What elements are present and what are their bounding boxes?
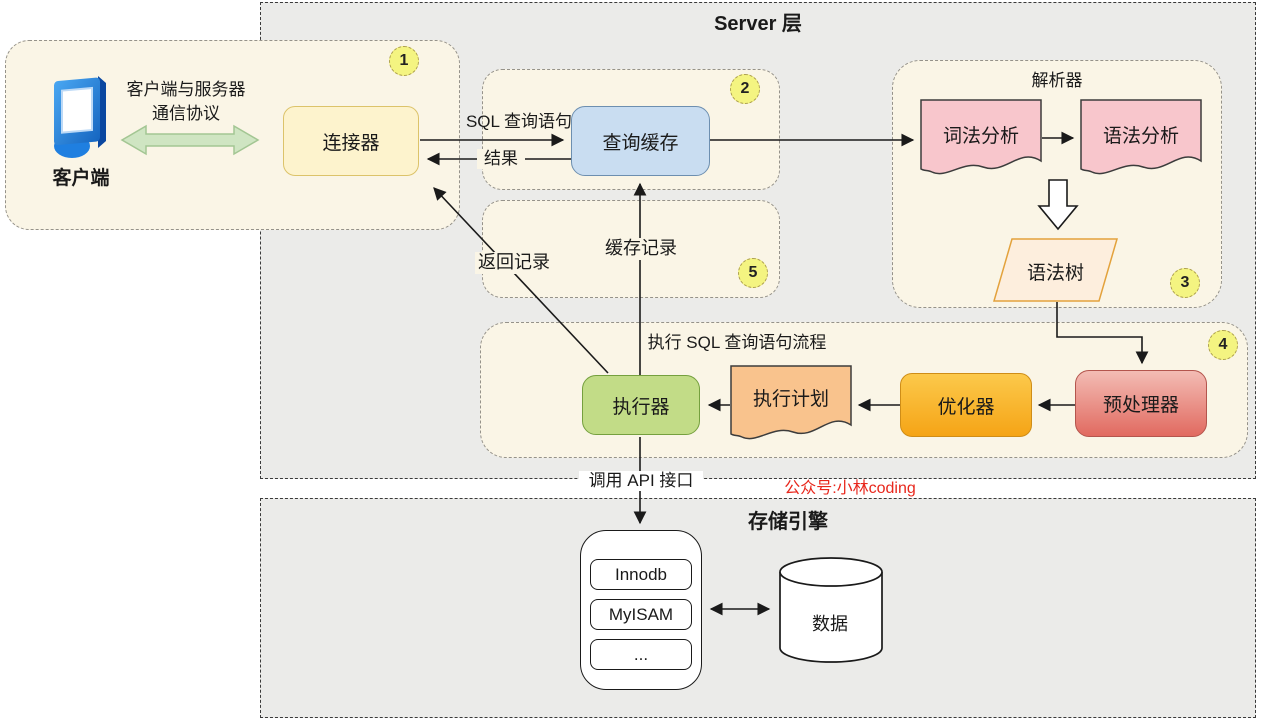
engine-innodb: Innodb <box>590 559 692 590</box>
data-label: 数据 <box>812 614 848 634</box>
client-server-double-arrow <box>120 124 260 156</box>
storage-engine-title: 存储引擎 <box>748 511 828 533</box>
engine-myisam: MyISAM <box>590 599 692 630</box>
execution-plan-label: 执行计划 <box>752 389 829 410</box>
syntax-analysis-label: 语法分析 <box>1102 126 1179 147</box>
engine-other: ... <box>590 639 692 670</box>
badge-2: 2 <box>730 74 760 104</box>
execution-plan-doc-shape <box>730 365 852 440</box>
preprocessor-node: 预处理器 <box>1075 370 1207 437</box>
cache-record-label: 缓存记录 <box>598 238 684 260</box>
badge-3: 3 <box>1170 268 1200 298</box>
call-api-label: 调用 API 接口 <box>579 471 703 492</box>
optimizer-node: 优化器 <box>900 373 1032 437</box>
result-label: 结果 <box>477 149 525 170</box>
parser-title: 解析器 <box>1031 71 1083 90</box>
return-record-label: 返回记录 <box>475 252 553 274</box>
protocol-label-line2: 通信协议 <box>152 104 220 123</box>
data-cylinder <box>779 557 883 663</box>
client-computer-icon <box>54 76 106 158</box>
lexical-analysis-label: 词法分析 <box>942 126 1019 147</box>
syntax-tree-parallelogram <box>993 238 1118 302</box>
badge-1: 1 <box>389 46 419 76</box>
sql-query-label: SQL 查询语句 <box>465 112 573 131</box>
server-layer-title: Server 层 <box>714 13 802 35</box>
watermark-text: 公众号:小林coding <box>770 479 930 499</box>
execute-flow-title: 执行 SQL 查询语句流程 <box>647 333 827 352</box>
query-cache-node: 查询缓存 <box>571 106 710 176</box>
protocol-label-line1: 客户端与服务器 <box>126 80 246 99</box>
syntax-analysis-doc-shape <box>1080 99 1202 175</box>
client-label: 客户端 <box>52 168 110 189</box>
badge-5: 5 <box>738 258 768 288</box>
connector-node: 连接器 <box>283 106 419 176</box>
badge-4: 4 <box>1208 330 1238 360</box>
syntax-tree-label: 语法树 <box>1026 263 1084 284</box>
lexical-analysis-doc-shape <box>920 99 1042 175</box>
executor-node: 执行器 <box>582 375 700 435</box>
